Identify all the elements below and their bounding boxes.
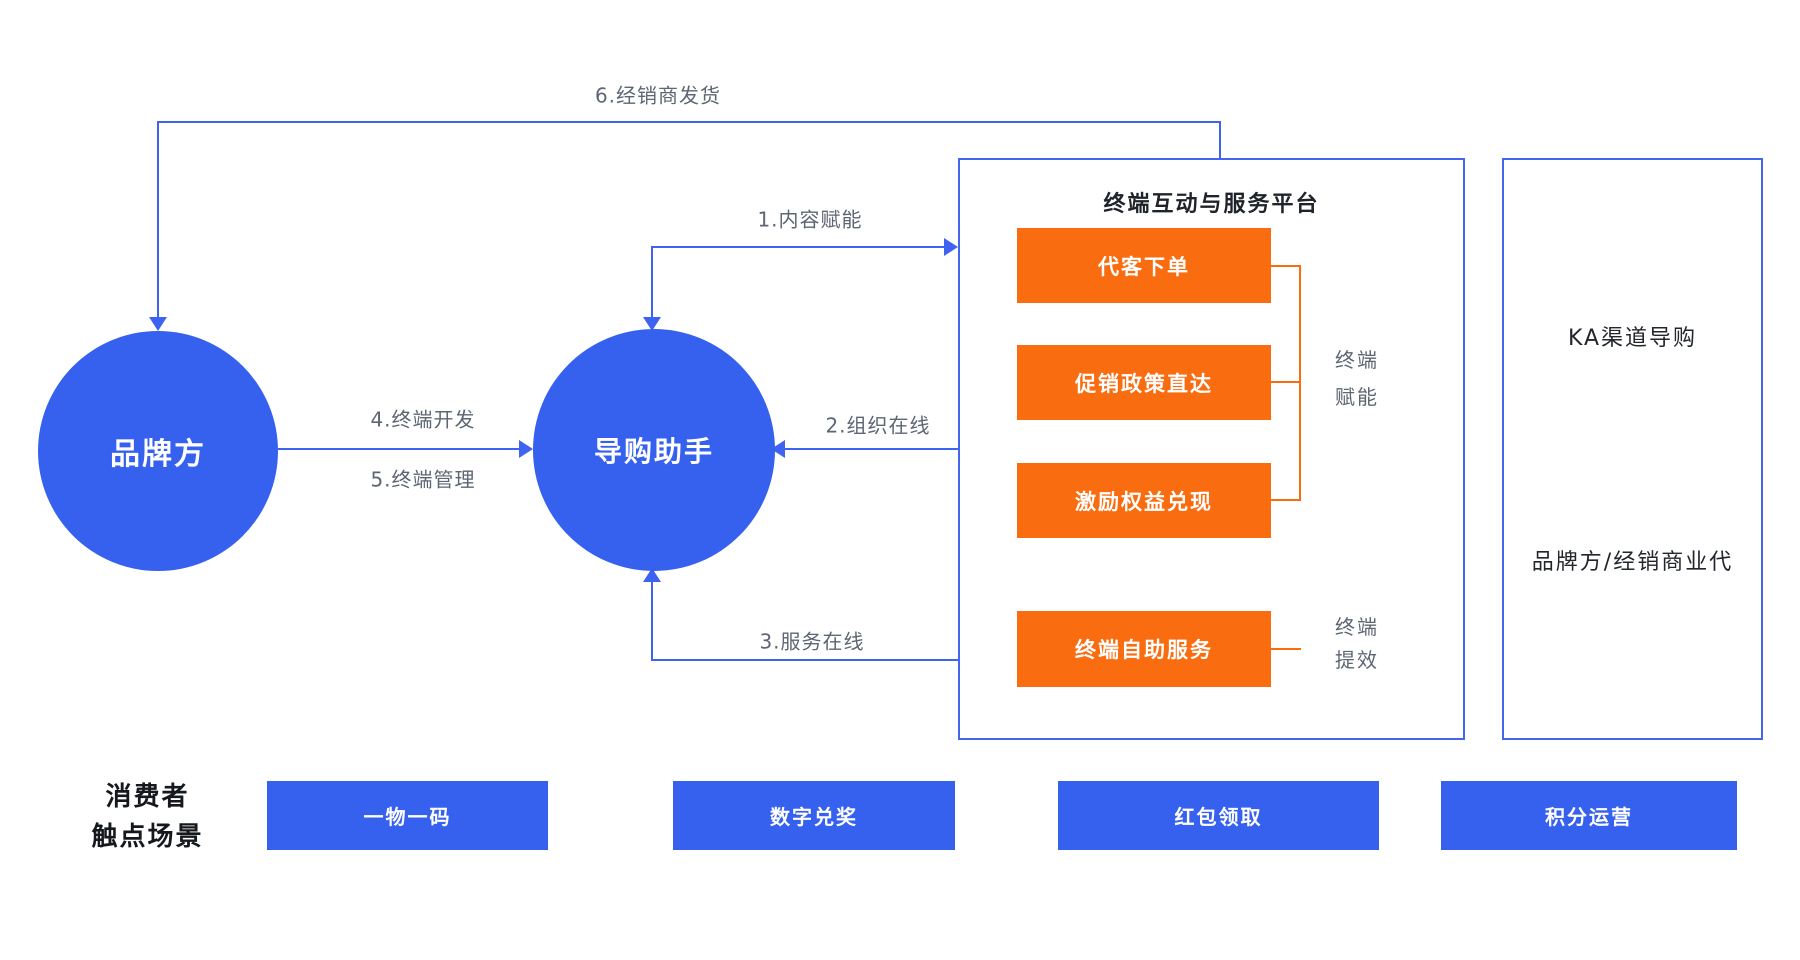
bracket-label-empower-line1: 终端 — [1335, 348, 1379, 372]
scene-box-points-operation: 积分运营 — [1441, 781, 1737, 850]
consumer-heading-line2: 触点场景 — [91, 822, 204, 852]
edge1-horizontal-line — [651, 246, 945, 248]
bracket-stub-3 — [1271, 499, 1301, 501]
edge3-horizontal-line — [651, 659, 958, 661]
scene-box-red-packet: 红包领取 — [1058, 781, 1379, 850]
edge1-label: 1.内容赋能 — [757, 207, 863, 232]
edge6-label: 6.经销商发货 — [594, 83, 722, 108]
edge1-vertical-line — [651, 246, 653, 319]
ka-panel — [1502, 158, 1763, 740]
edge6-left-vertical-line — [157, 121, 159, 319]
edge4-horizontal-line — [278, 448, 520, 450]
edge6-right-vertical-line — [1219, 121, 1221, 159]
guide-assistant-node: 导购助手 — [533, 329, 775, 571]
bracket-label-terminal-efficiency: 终端 提效 — [1335, 611, 1379, 677]
consumer-heading-line1: 消费者 — [105, 782, 190, 812]
bracket-label-terminal-empowerment: 终端 赋能 — [1335, 342, 1379, 416]
scene-box-digital-prize: 数字兑奖 — [673, 781, 955, 850]
module-box-self-service: 终端自助服务 — [1017, 611, 1271, 687]
edge1-arrowhead-down-icon — [643, 317, 661, 331]
edge4-arrowhead-right-icon — [519, 440, 533, 458]
ka-panel-bottom-label: 品牌方/经销商业代 — [1531, 550, 1734, 575]
edge3-arrowhead-up-icon — [643, 568, 661, 582]
edge3-vertical-line — [651, 580, 653, 661]
edge4-label: 4.终端开发 — [370, 407, 476, 432]
ka-panel-top-label: KA渠道导购 — [1567, 326, 1698, 351]
module-box-incentive-redeem: 激励权益兑现 — [1017, 463, 1271, 538]
edge1-arrowhead-right-icon — [944, 238, 958, 256]
bracket-stub-2 — [1271, 381, 1301, 383]
module-box-order-on-behalf: 代客下单 — [1017, 228, 1271, 303]
consumer-touchpoint-heading: 消费者 触点场景 — [55, 777, 240, 857]
edge6-horizontal-line — [158, 121, 1221, 123]
bracket-label-efficiency-line1: 终端 — [1335, 615, 1379, 639]
bracket-stub-4 — [1271, 648, 1301, 650]
bracket-vertical-line — [1299, 265, 1301, 501]
bracket-label-efficiency-line2: 提效 — [1335, 648, 1379, 672]
edge3-label: 3.服务在线 — [759, 629, 865, 654]
scene-box-one-item-one-code: 一物一码 — [267, 781, 548, 850]
platform-title: 终端互动与服务平台 — [1103, 192, 1320, 217]
brand-node: 品牌方 — [38, 331, 278, 571]
edge5-label: 5.终端管理 — [370, 467, 476, 492]
bracket-stub-1 — [1271, 265, 1301, 267]
module-box-promo-policy: 促销政策直达 — [1017, 345, 1271, 420]
edge2-label: 2.组织在线 — [825, 413, 931, 438]
edge6-arrowhead-down-icon — [149, 317, 167, 331]
edge2-horizontal-line — [785, 448, 958, 450]
bracket-label-empower-line2: 赋能 — [1335, 385, 1379, 409]
